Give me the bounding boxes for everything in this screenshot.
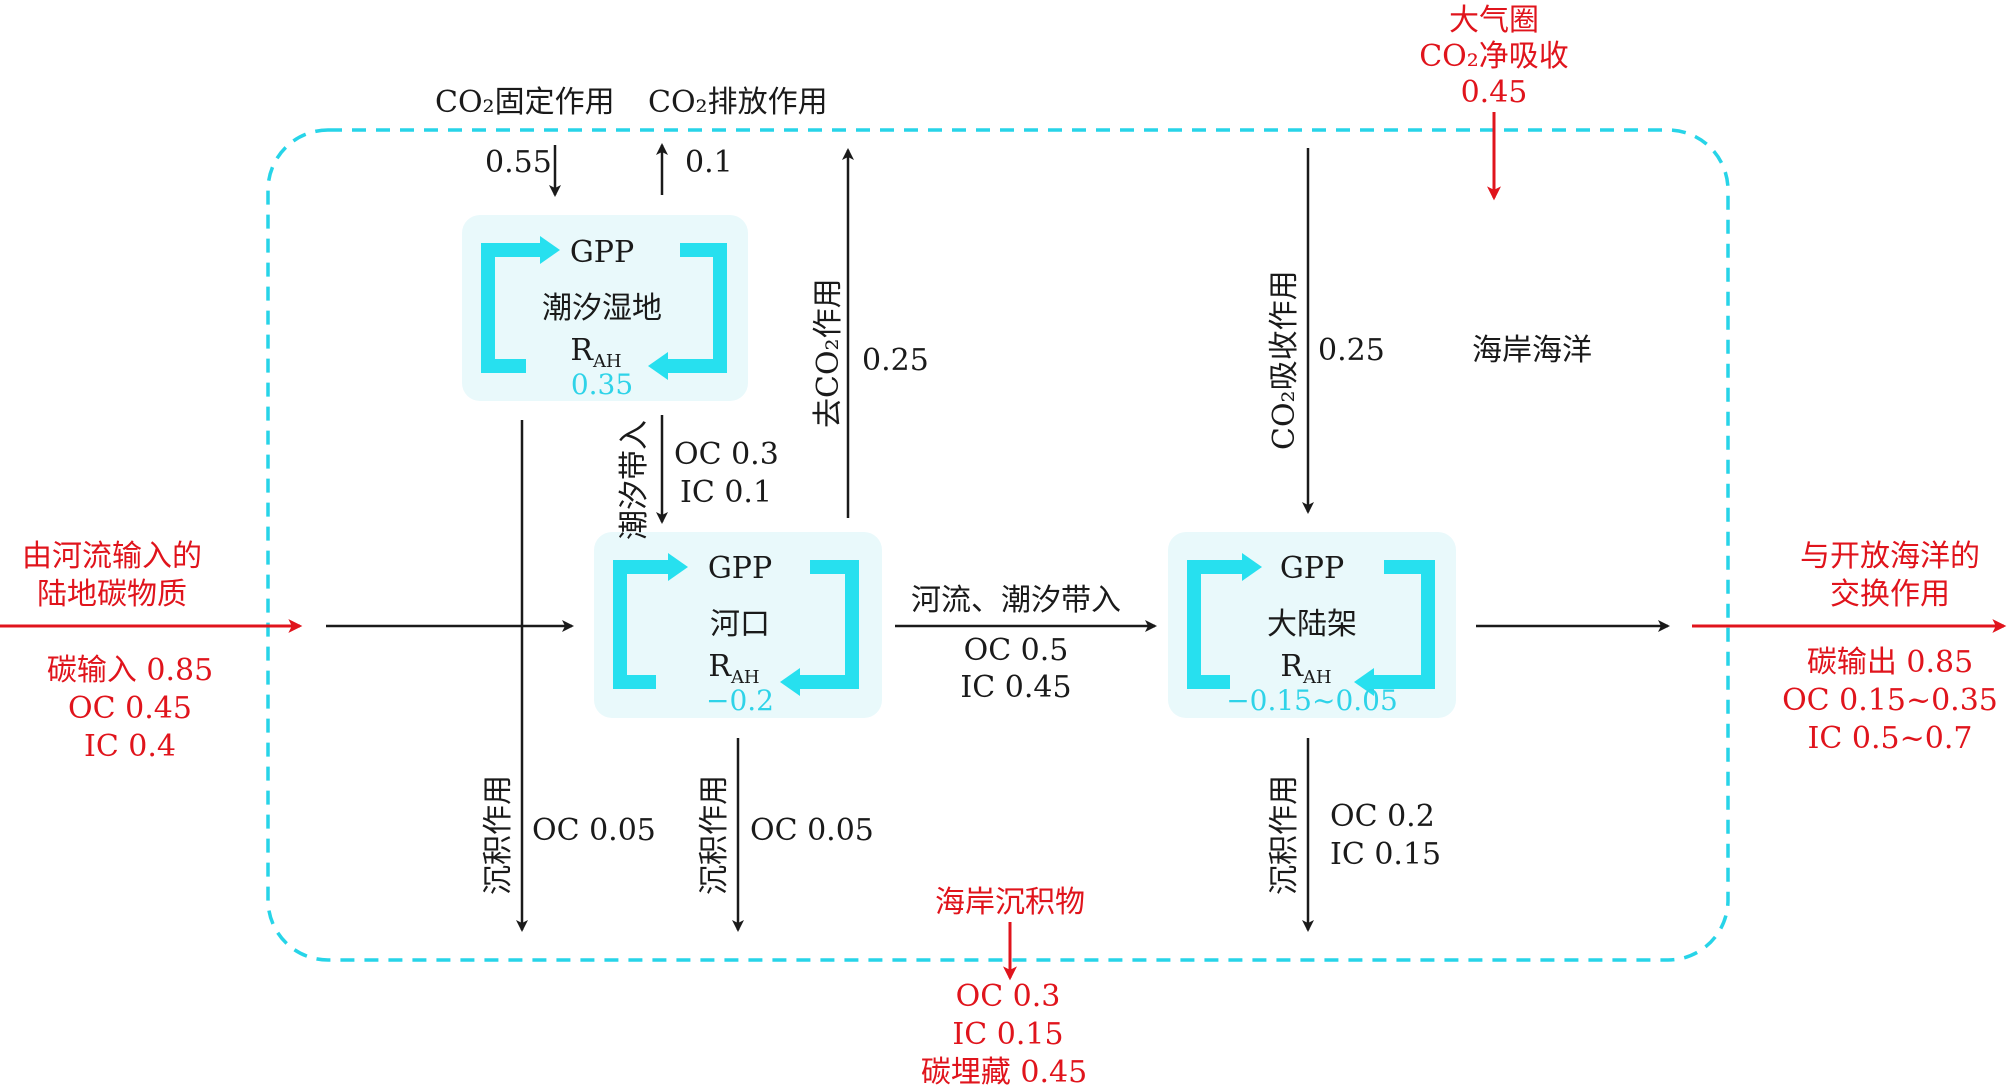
sed-label-shelf: 沉积作用 bbox=[1267, 775, 1302, 895]
river-tidal-oc: OC 0.5 bbox=[964, 633, 1069, 668]
input-line1: 由河流输入的 bbox=[22, 539, 202, 574]
wetland-value: 0.35 bbox=[571, 368, 633, 401]
output-carbon: 碳输出 0.85 bbox=[1807, 645, 1973, 680]
fix-label: CO₂固定作用 bbox=[435, 85, 615, 120]
degas-label: 去CO₂作用 bbox=[811, 278, 846, 428]
river-tidal-label: 河流、潮汐带入 bbox=[911, 583, 1121, 618]
sed-left-value: OC 0.05 bbox=[532, 813, 656, 848]
sediment-title: 海岸沉积物 bbox=[935, 885, 1085, 920]
emit-label: CO₂排放作用 bbox=[648, 85, 828, 120]
shelf-rah: RAH bbox=[1280, 649, 1331, 688]
estuary-name: 河口 bbox=[710, 607, 770, 642]
atmosphere-title: 大气圈 bbox=[1449, 3, 1539, 38]
atmosphere-net-label: CO₂净吸收 bbox=[1419, 39, 1569, 74]
wetland-box bbox=[462, 215, 748, 401]
sed-label-wetland: 沉积作用 bbox=[481, 775, 516, 895]
emit-value: 0.1 bbox=[685, 145, 733, 180]
river-tidal-ic: IC 0.45 bbox=[960, 670, 1071, 705]
sed-label-estuary: 沉积作用 bbox=[697, 775, 732, 895]
sediment-ic: IC 0.15 bbox=[952, 1017, 1063, 1052]
sed-right-ic: IC 0.15 bbox=[1330, 837, 1441, 872]
sediment-burial: 碳埋藏 0.45 bbox=[921, 1055, 1087, 1087]
input-carbon: 碳输入 0.85 bbox=[47, 653, 213, 688]
shelf-value: −0.15~0.05 bbox=[1226, 684, 1398, 717]
wetland-rah: RAH bbox=[570, 333, 621, 372]
shelf-name: 大陆架 bbox=[1267, 607, 1357, 642]
input-line2: 陆地碳物质 bbox=[37, 577, 187, 612]
coastal-boundary bbox=[266, 128, 1730, 962]
atmosphere-net-value: 0.45 bbox=[1461, 75, 1528, 110]
input-ic: IC 0.4 bbox=[84, 729, 176, 764]
estuary-gpp: GPP bbox=[708, 551, 772, 586]
wetland-name: 潮汐湿地 bbox=[542, 291, 662, 326]
shelf-gpp: GPP bbox=[1280, 551, 1344, 586]
sediment-oc: OC 0.3 bbox=[956, 979, 1061, 1014]
tidal-ic: IC 0.1 bbox=[680, 475, 772, 510]
estuary-rah: RAH bbox=[708, 649, 759, 688]
tidal-in-label: 潮汐带入 bbox=[617, 420, 652, 540]
shelf-box bbox=[1168, 532, 1456, 718]
sed-right-oc: OC 0.2 bbox=[1330, 799, 1435, 834]
uptake-value: 0.25 bbox=[1318, 333, 1385, 368]
estuary-box bbox=[594, 532, 882, 718]
uptake-label: CO₂吸收作用 bbox=[1267, 270, 1302, 450]
fix-value: 0.55 bbox=[485, 145, 552, 180]
tidal-oc: OC 0.3 bbox=[674, 437, 779, 472]
output-line1: 与开放海洋的 bbox=[1800, 539, 1980, 574]
coastal-ocean-label: 海岸海洋 bbox=[1472, 333, 1592, 368]
estuary-value: −0.2 bbox=[706, 684, 774, 717]
output-ic: IC 0.5~0.7 bbox=[1808, 721, 1973, 756]
output-line2: 交换作用 bbox=[1830, 577, 1950, 612]
wetland-gpp: GPP bbox=[570, 235, 634, 270]
sed-mid-value: OC 0.05 bbox=[750, 813, 874, 848]
output-oc: OC 0.15~0.35 bbox=[1782, 683, 1998, 718]
input-oc: OC 0.45 bbox=[68, 691, 192, 726]
degas-value: 0.25 bbox=[862, 343, 929, 378]
